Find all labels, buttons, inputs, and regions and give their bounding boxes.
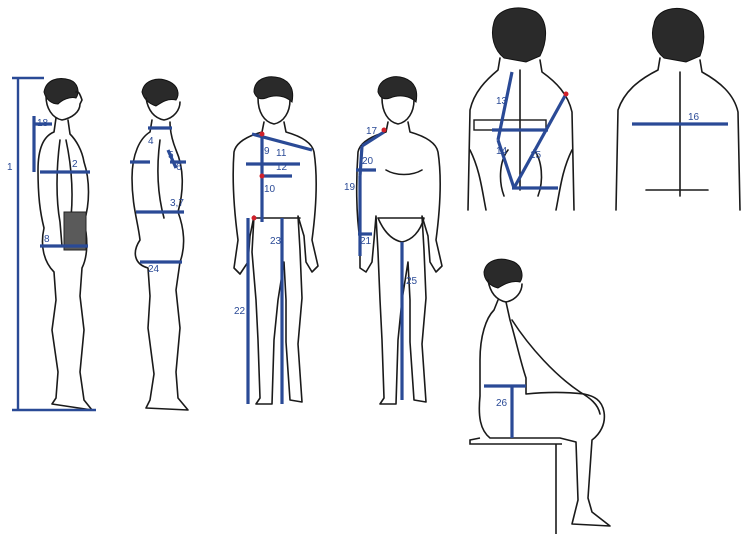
label-1: 1 xyxy=(7,162,13,173)
label-11: 11 xyxy=(276,148,287,159)
label-5: 5 xyxy=(168,150,174,161)
label-22: 22 xyxy=(234,306,246,317)
figure-side-torso: 4 5 6 3,7 24 xyxy=(130,78,189,411)
label-6: 6 xyxy=(176,162,182,173)
label-13: 13 xyxy=(496,96,508,107)
label-3-7: 3,7 xyxy=(170,198,184,209)
label-14: 14 xyxy=(496,146,508,157)
label-9: 9 xyxy=(264,146,270,157)
label-24: 24 xyxy=(148,264,160,275)
label-25: 25 xyxy=(406,276,418,287)
label-18: 18 xyxy=(37,118,49,129)
label-16: 16 xyxy=(688,112,700,123)
label-4: 4 xyxy=(148,136,154,147)
label-17: 17 xyxy=(366,126,378,137)
label-8: 8 xyxy=(44,234,50,245)
figure-back-width: 16 xyxy=(615,8,741,211)
label-26: 26 xyxy=(496,398,508,409)
figure-seated: 26 xyxy=(469,258,611,534)
label-12: 12 xyxy=(276,162,288,173)
label-19: 19 xyxy=(344,182,356,193)
label-10: 10 xyxy=(264,184,276,195)
label-2: 2 xyxy=(72,159,78,170)
label-23: 23 xyxy=(270,236,282,247)
figure-side-height: 1 18 2 8 xyxy=(7,76,96,412)
figure-front-arm-leg: 17 20 19 21 25 xyxy=(344,76,443,405)
figure-front-lengths: 9 11 12 10 23 22 xyxy=(232,76,319,405)
label-15: 15 xyxy=(530,150,542,161)
figure-back-shoulder: 13 14 15 xyxy=(467,7,575,211)
label-20: 20 xyxy=(362,156,374,167)
label-21: 21 xyxy=(360,236,372,247)
